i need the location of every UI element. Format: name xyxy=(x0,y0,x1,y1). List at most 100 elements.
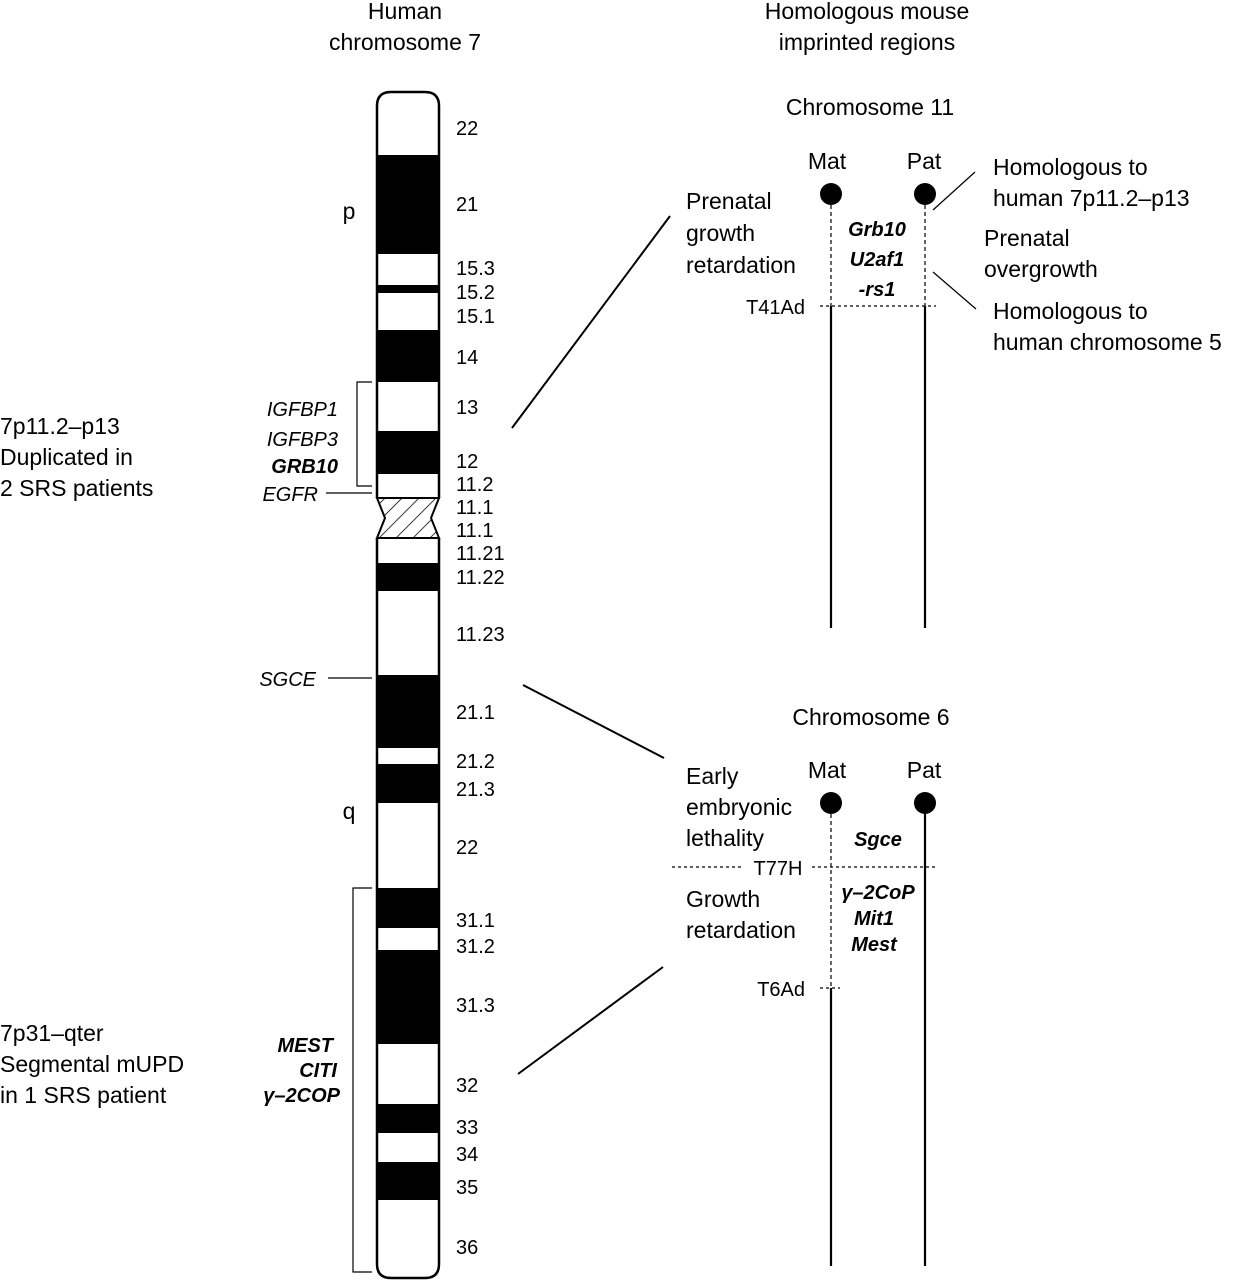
svg-text:Duplicated in: Duplicated in xyxy=(0,444,133,470)
band-label: 14 xyxy=(456,347,478,369)
svg-text:Prenatal: Prenatal xyxy=(686,188,772,214)
centromere xyxy=(375,497,441,539)
svg-text:Human: Human xyxy=(368,0,442,24)
svg-text:Mit1: Mit1 xyxy=(854,908,894,930)
band-label: 15.2 xyxy=(456,282,495,304)
band-label: 34 xyxy=(456,1144,478,1166)
band-label: 22 xyxy=(456,118,478,140)
band-block xyxy=(377,563,439,591)
svg-text:overgrowth: overgrowth xyxy=(984,256,1098,282)
svg-text:2 SRS patients: 2 SRS patients xyxy=(0,475,153,501)
band-block xyxy=(377,285,439,293)
chr6-mat-label: Mat xyxy=(808,757,847,783)
band-label: 31.1 xyxy=(456,910,495,932)
mouse-chromosome-11: Chromosome 11 Mat Pat T41Ad Prenatal gro… xyxy=(686,94,1222,628)
band-label: 32 xyxy=(456,1075,478,1097)
band-label: 12 xyxy=(456,451,478,473)
svg-text:lethality: lethality xyxy=(686,825,764,851)
svg-text:Prenatal: Prenatal xyxy=(984,225,1070,251)
chr11-mat-centromere xyxy=(820,183,842,205)
human-header: Human chromosome 7 xyxy=(329,0,481,55)
mouse-header: Homologous mouse imprinted regions xyxy=(765,0,970,55)
dup-region-note: 7p11.2–p13 Duplicated in 2 SRS patients xyxy=(0,413,153,501)
svg-text:imprinted regions: imprinted regions xyxy=(779,29,955,55)
mupd-region-bracket xyxy=(352,887,372,1273)
band-label: 11.23 xyxy=(456,624,505,646)
svg-text:7p11.2–p13: 7p11.2–p13 xyxy=(0,413,120,439)
connector-line xyxy=(522,684,665,759)
band-label: 31.2 xyxy=(456,936,495,958)
band-label: 31.3 xyxy=(456,995,495,1017)
gene-egfr: EGFR xyxy=(262,484,318,506)
mupd-region-note: 7p31–qter Segmental mUPD in 1 SRS patien… xyxy=(0,1020,184,1108)
gene-igfbp3: IGFBP3 xyxy=(267,429,338,451)
gene-citi: CITI xyxy=(299,1060,337,1082)
chr6-gene-sgce: Sgce xyxy=(854,829,902,851)
gene-grb10: GRB10 xyxy=(271,456,338,478)
band-label: 15.1 xyxy=(456,306,495,328)
band-labels: 22 21 15.3 15.2 15.1 14 13 12 11.2 11.1 … xyxy=(456,118,505,1259)
band-block xyxy=(377,888,439,928)
band-block xyxy=(377,330,439,382)
svg-text:γ–2CoP: γ–2CoP xyxy=(841,882,915,904)
svg-text:Homologous mouse: Homologous mouse xyxy=(765,0,970,24)
band-block xyxy=(377,431,439,474)
chr11-prenatal-overgrowth-note: Prenatal overgrowth xyxy=(984,225,1098,282)
svg-text:Grb10: Grb10 xyxy=(848,219,906,241)
band-label: 11.2 xyxy=(456,474,493,496)
chr11-homolog-7p-note: Homologous to human 7p11.2–p13 xyxy=(993,154,1190,211)
chr6-mat-centromere xyxy=(820,792,842,814)
chr6-pat-label: Pat xyxy=(907,757,942,783)
gene-igfbp1: IGFBP1 xyxy=(267,399,338,421)
band-label: 11.21 xyxy=(456,543,505,565)
band-label: 21.3 xyxy=(456,779,495,801)
svg-text:-rs1: -rs1 xyxy=(859,279,896,301)
gene-mest: MEST xyxy=(277,1035,334,1057)
band-label: 21.1 xyxy=(456,702,495,724)
chr11-homolog-chr5-note: Homologous to human chromosome 5 xyxy=(993,298,1222,355)
chr11-breakpoint-label: T41Ad xyxy=(746,297,805,319)
chr6-pat-centromere xyxy=(914,792,936,814)
chr6-title: Chromosome 6 xyxy=(792,704,949,730)
svg-text:Mest: Mest xyxy=(851,934,898,956)
chr6-gene-list: γ–2CoP Mit1 Mest xyxy=(841,882,915,956)
band-label: 36 xyxy=(456,1237,478,1259)
mouse-chromosome-6: Chromosome 6 Mat Pat T77H T6Ad Early emb… xyxy=(672,704,950,1266)
svg-text:Early: Early xyxy=(686,763,739,789)
svg-text:7p31–qter: 7p31–qter xyxy=(0,1020,104,1046)
band-label: 35 xyxy=(456,1177,478,1199)
band-label: 15.3 xyxy=(456,258,495,280)
chr11-title: Chromosome 11 xyxy=(786,94,954,120)
chromosome-7-ideogram xyxy=(375,90,441,1280)
band-label: 21 xyxy=(456,194,478,216)
svg-text:embryonic: embryonic xyxy=(686,794,792,820)
band-label: 13 xyxy=(456,397,478,419)
chr6-breakpoint-label-1: T77H xyxy=(754,858,803,880)
chr11-mat-label: Mat xyxy=(808,148,847,174)
svg-text:growth: growth xyxy=(686,220,755,246)
band-label: 11.1 xyxy=(456,497,493,519)
band-block xyxy=(377,1162,439,1200)
arm-label-p: p xyxy=(343,198,356,224)
band-label: 11.22 xyxy=(456,567,505,589)
chr11-pat-label: Pat xyxy=(907,148,942,174)
svg-text:retardation: retardation xyxy=(686,917,796,943)
chr11-prenatal-growth-note: Prenatal growth retardation xyxy=(686,188,796,278)
dup-region-bracket xyxy=(356,381,372,487)
connector-line xyxy=(511,215,671,429)
band-block xyxy=(377,155,439,254)
band-block xyxy=(377,675,439,748)
band-label: 11.1 xyxy=(456,520,493,542)
band-block xyxy=(377,764,439,803)
svg-text:Growth: Growth xyxy=(686,886,760,912)
chr11-pat-centromere xyxy=(914,183,936,205)
chr11-gene-list: Grb10 U2af1 -rs1 xyxy=(848,219,906,301)
svg-text:Homologous to: Homologous to xyxy=(993,298,1148,324)
chr6-breakpoint-label-2: T6Ad xyxy=(757,979,805,1001)
svg-text:human chromosome 5: human chromosome 5 xyxy=(993,329,1222,355)
svg-text:Homologous to: Homologous to xyxy=(993,154,1148,180)
svg-text:chromosome 7: chromosome 7 xyxy=(329,29,481,55)
svg-text:U2af1: U2af1 xyxy=(850,249,904,271)
chr6-growth-note: Growth retardation xyxy=(686,886,796,943)
